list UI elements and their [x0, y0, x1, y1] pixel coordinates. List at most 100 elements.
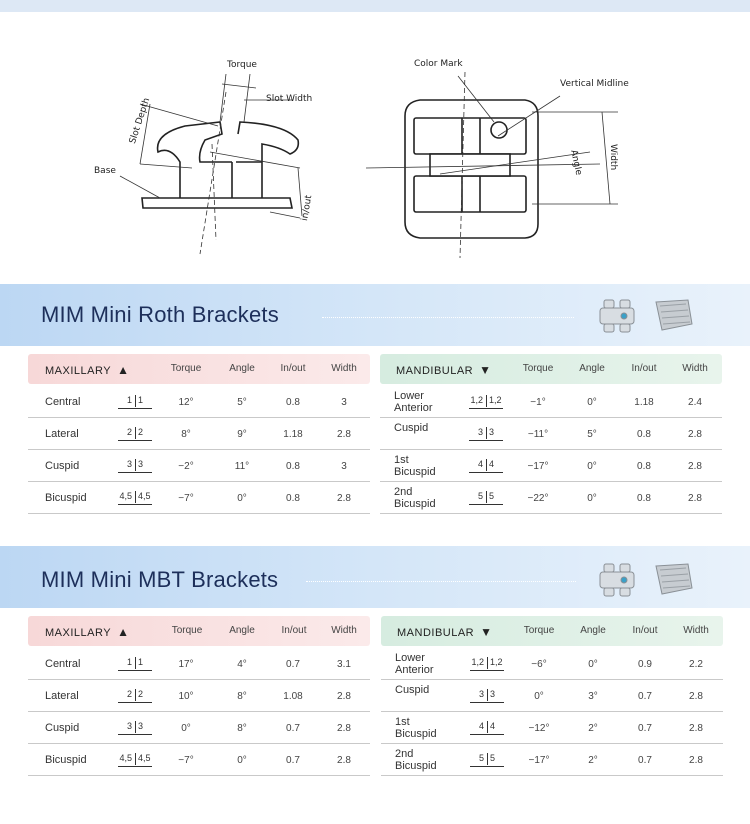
cell-inout: 0.8	[637, 493, 651, 504]
tooth-name: Cuspid	[45, 460, 80, 472]
cell-inout: 1.18	[634, 397, 654, 408]
cell-inout: 0.8	[286, 493, 300, 504]
mbt-mandibular-table: MANDIBULAR▼ Torque Angle In/out Width Lo…	[381, 616, 723, 784]
cell-width: 2.8	[688, 429, 702, 440]
cell-angle: 4°	[237, 659, 247, 670]
tooth-number-left: 1,2	[471, 657, 484, 667]
cell-angle: 0°	[237, 755, 247, 766]
cell-inout: 0.9	[638, 659, 652, 670]
tooth-number-right: 5	[490, 753, 496, 763]
roth-table-area: MAXILLARY▲ Torque Angle In/out Width Cen…	[0, 346, 750, 526]
top-band	[0, 0, 750, 12]
tooth-number-left: 4,5	[119, 491, 132, 501]
cell-torque: 10°	[178, 691, 194, 702]
cell-width: 2.8	[337, 691, 351, 702]
tooth-number-right: 4	[489, 459, 495, 469]
tooth-name-line1: 2nd	[394, 486, 413, 498]
tooth-number-right: 2	[138, 689, 144, 699]
cell-angle: 8°	[237, 691, 247, 702]
col-inout: In/out	[631, 363, 657, 374]
triangle-down-icon: ▼	[479, 363, 492, 377]
cell-inout: 0.8	[286, 397, 300, 408]
tooth-number-left: 4,5	[119, 753, 132, 763]
roth-section-band: MIM Mini Roth Brackets	[0, 284, 750, 346]
bracket-product-image	[599, 563, 693, 597]
cell-angle: 0°	[587, 493, 597, 504]
cell-inout: 1.08	[283, 691, 303, 702]
col-angle: Angle	[229, 625, 255, 636]
cell-width: 2.8	[337, 723, 351, 734]
table-header: MANDIBULAR▼ Torque Angle In/out Width	[381, 616, 723, 646]
cell-width: 2.8	[688, 461, 702, 472]
tooth-name: Cuspid	[45, 722, 80, 734]
mbt-section-band: MIM Mini MBT Brackets	[0, 546, 750, 608]
tooth-number-right: 3	[138, 459, 144, 469]
col-width: Width	[331, 625, 357, 636]
cell-angle: 2°	[588, 755, 598, 766]
cell-angle: 0°	[237, 493, 247, 504]
cell-inout: 0.7	[286, 659, 300, 670]
cell-inout: 0.8	[637, 461, 651, 472]
tooth-number-right: 4	[490, 721, 496, 731]
tooth-number-left: 2	[126, 427, 132, 437]
section-title: MIM Mini MBT Brackets	[41, 567, 279, 592]
roth-maxillary-table: MAXILLARY▲ Torque Angle In/out Width Cen…	[28, 354, 370, 520]
cell-torque: 12°	[178, 397, 194, 408]
slot-width-label: Slot Width	[266, 94, 313, 104]
cell-width: 2.8	[337, 493, 351, 504]
cell-torque: 8°	[181, 429, 191, 440]
cell-inout: 0.7	[638, 755, 652, 766]
cell-width: 2.8	[337, 429, 351, 440]
tooth-number-right: 3	[489, 427, 495, 437]
tooth-number-left: 2	[126, 689, 132, 699]
vertical-midline-label: Vertical Midline	[560, 79, 629, 89]
cell-width: 3	[341, 461, 347, 472]
tooth-number-right: 2	[138, 427, 144, 437]
cell-inout: 0.7	[638, 691, 652, 702]
tooth-name: Central	[45, 396, 81, 408]
bracket-front-view	[404, 99, 539, 239]
tooth-name: Central	[45, 658, 81, 670]
col-torque: Torque	[170, 363, 202, 374]
col-width: Width	[683, 625, 709, 636]
table-header: MAXILLARY▲ Torque Angle In/out Width	[28, 354, 370, 384]
triangle-up-icon: ▲	[117, 363, 130, 377]
cell-torque: −12°	[528, 723, 550, 734]
mbt-table-area: MAXILLARY▲ Torque Angle In/out Width Cen…	[0, 608, 750, 792]
mandibular-title: MANDIBULAR	[397, 627, 475, 639]
cell-torque: −7°	[178, 493, 194, 504]
cell-width: 2.8	[337, 755, 351, 766]
cell-width: 2.2	[689, 659, 703, 670]
tooth-number-left: 3	[477, 427, 483, 437]
cell-angle: 0°	[587, 461, 597, 472]
tooth-number-left: 5	[478, 753, 484, 763]
col-angle: Angle	[229, 363, 255, 374]
cell-angle: 3°	[588, 691, 598, 702]
cell-angle: 8°	[237, 723, 247, 734]
tooth-name: Bicuspid	[45, 492, 87, 504]
tooth-number-left: 1	[126, 395, 132, 405]
triangle-down-icon: ▼	[480, 625, 493, 639]
tooth-name-line2: Anterior	[394, 402, 433, 414]
divider	[306, 581, 576, 582]
cell-torque: 17°	[178, 659, 194, 670]
cell-width: 2.8	[689, 723, 703, 734]
